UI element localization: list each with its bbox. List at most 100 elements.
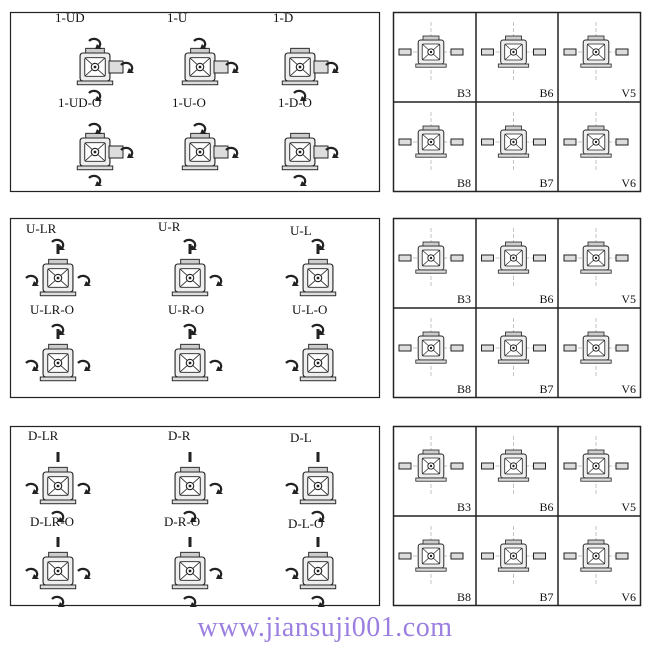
mounting-position-b3: B3: [398, 436, 471, 514]
mounting-position-v6: V6: [563, 526, 636, 604]
mounting-position-b8: B8: [398, 112, 471, 190]
gearbox-drawing: [580, 35, 612, 68]
rotation-arrow-icon: [284, 482, 301, 496]
watermark-url: www.jiansuji001.com: [197, 612, 453, 643]
gearbox-drawing: [284, 238, 337, 297]
configuration-panel: U-LR U-R U-L U-LR-O U-R-O U-L-O: [9, 217, 381, 399]
mounting-position-b8: B8: [398, 526, 471, 604]
mounting-position-b7: B7: [481, 112, 554, 190]
rotation-arrow-icon: [87, 122, 104, 136]
gearbox-drawing: [415, 449, 447, 482]
mounting-position-b6: B6: [481, 22, 554, 100]
gearbox-drawing: [415, 539, 447, 572]
rotation-arrow-icon: [87, 174, 104, 188]
mounting-position-v5: V5: [563, 436, 636, 514]
rotation-arrow-icon: [208, 359, 225, 373]
position-label: V6: [621, 382, 636, 396]
position-label: B6: [539, 86, 553, 100]
rotation-arrow-icon: [208, 482, 225, 496]
rotation-arrow-icon: [76, 274, 93, 288]
mounting-position-v6: V6: [563, 318, 636, 396]
position-label: B7: [539, 590, 553, 604]
position-label: V6: [621, 590, 636, 604]
rotation-arrow-icon: [76, 359, 93, 373]
position-label: B7: [539, 382, 553, 396]
position-label: B8: [457, 382, 471, 396]
config-label: 1-D: [273, 10, 293, 25]
config-label: U-LR: [26, 221, 57, 236]
config-label: U-LR-O: [30, 302, 74, 317]
rotation-arrow-icon: [24, 274, 41, 288]
gearbox-drawing: [284, 452, 337, 524]
config-label: 1-D-O: [278, 95, 312, 110]
config-label: U-R: [158, 219, 181, 234]
rotation-arrow-icon: [76, 567, 93, 581]
rotation-arrow-icon: [284, 359, 301, 373]
config-label: U-L: [290, 223, 312, 238]
rotation-arrow-icon: [208, 274, 225, 288]
config-label: U-L-O: [292, 302, 327, 317]
position-label: B6: [539, 500, 553, 514]
position-label: V5: [621, 292, 636, 306]
config-label: 1-UD: [55, 10, 85, 25]
config-label: D-R-O: [164, 514, 200, 529]
config-label: 1-U: [167, 10, 188, 25]
gearbox-drawing: [281, 132, 341, 188]
panel-border: [9, 11, 381, 193]
rotation-arrow-icon: [192, 122, 209, 136]
rotation-arrow-icon: [284, 274, 301, 288]
rotation-arrow-icon: [208, 567, 225, 581]
gearbox-drawing: [497, 449, 530, 482]
gearbox-drawing: [580, 331, 612, 364]
rotation-arrow-icon: [284, 567, 301, 581]
position-label: B3: [457, 292, 471, 306]
gearbox-drawing: [580, 449, 612, 482]
gearbox-drawing: [181, 122, 241, 171]
mounting-position-b8: B8: [398, 318, 471, 396]
gearbox-drawing: [181, 37, 241, 86]
mounting-position-b7: B7: [481, 526, 554, 604]
mounting-position-v6: V6: [563, 112, 636, 190]
gearbox-drawing: [24, 452, 93, 524]
config-label: D-R: [168, 428, 191, 443]
gearbox-drawing: [497, 125, 530, 158]
position-label: V6: [621, 176, 636, 190]
position-label: B8: [457, 176, 471, 190]
gearbox-drawing: [171, 238, 225, 297]
mounting-position-b3: B3: [398, 228, 471, 306]
panel-border: [9, 217, 381, 399]
rotation-arrow-icon: [292, 174, 309, 188]
gearbox-drawing: [281, 47, 341, 103]
gearbox-drawing: [580, 539, 612, 572]
mounting-position-b6: B6: [481, 436, 554, 514]
rotation-arrow-icon: [24, 567, 41, 581]
position-label: B3: [457, 86, 471, 100]
rotation-arrow-icon: [24, 359, 41, 373]
mounting-position-v5: V5: [563, 228, 636, 306]
position-label: B3: [457, 500, 471, 514]
gearbox-drawing: [497, 331, 530, 364]
gearbox-drawing: [24, 537, 93, 609]
mounting-position-b3: B3: [398, 22, 471, 100]
gearbox-drawing: [497, 35, 530, 68]
gearbox-drawing: [497, 539, 530, 572]
gearbox-drawing: [24, 323, 93, 382]
position-label: B8: [457, 590, 471, 604]
gearbox-drawing: [284, 323, 337, 382]
gearbox-drawing: [76, 122, 136, 188]
mounting-position-b6: B6: [481, 228, 554, 306]
config-label: D-L-O: [288, 516, 323, 531]
gearbox-drawing: [580, 241, 612, 274]
gearbox-drawing: [171, 323, 225, 382]
gearbox-drawing: [415, 125, 447, 158]
gearbox-drawing: [415, 35, 447, 68]
position-label: V5: [621, 500, 636, 514]
config-label: D-LR: [28, 428, 59, 443]
rotation-arrow-icon: [76, 482, 93, 496]
config-label: U-R-O: [168, 302, 204, 317]
gearbox-drawing: [415, 241, 447, 274]
gearbox-drawing: [580, 125, 612, 158]
position-label: B7: [539, 176, 553, 190]
config-label: 1-U-O: [172, 95, 206, 110]
